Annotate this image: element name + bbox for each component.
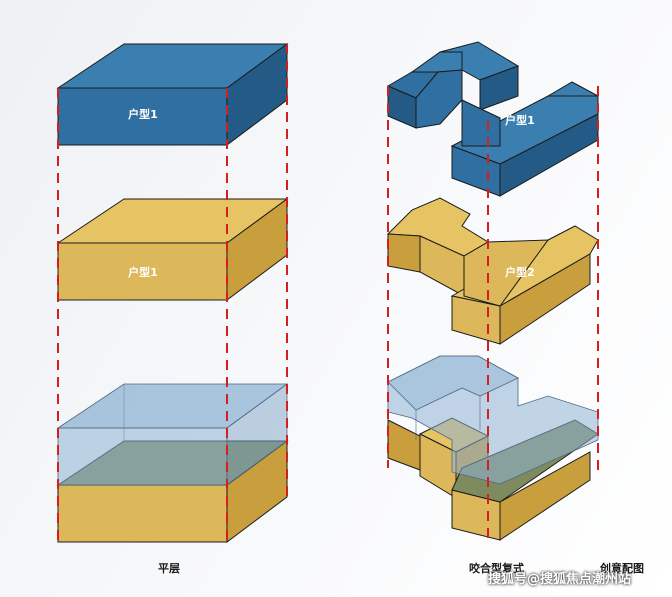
watermark-text: 搜狐号@搜狐焦点潮州站 <box>488 572 632 587</box>
right-guide-lines <box>387 86 599 545</box>
left-middle-block <box>56 198 289 301</box>
left-top-block-label: 户型1 <box>128 107 158 121</box>
left-guide-lines <box>57 44 288 545</box>
left-bottom-block <box>56 383 289 543</box>
right-top-block-label: 户型1 <box>505 113 535 127</box>
right-bottom-block <box>387 355 599 541</box>
left-top-block <box>56 43 289 146</box>
left-column-caption: 平层 <box>158 562 180 575</box>
right-top-block <box>386 41 599 197</box>
corner-caption: 创意配图 <box>600 562 644 575</box>
left-middle-block-label: 户型1 <box>128 265 158 279</box>
right-middle-block <box>386 197 599 345</box>
right-middle-block-label: 户型2 <box>505 265 535 279</box>
right-column-caption: 咬合型复式 <box>469 562 524 575</box>
